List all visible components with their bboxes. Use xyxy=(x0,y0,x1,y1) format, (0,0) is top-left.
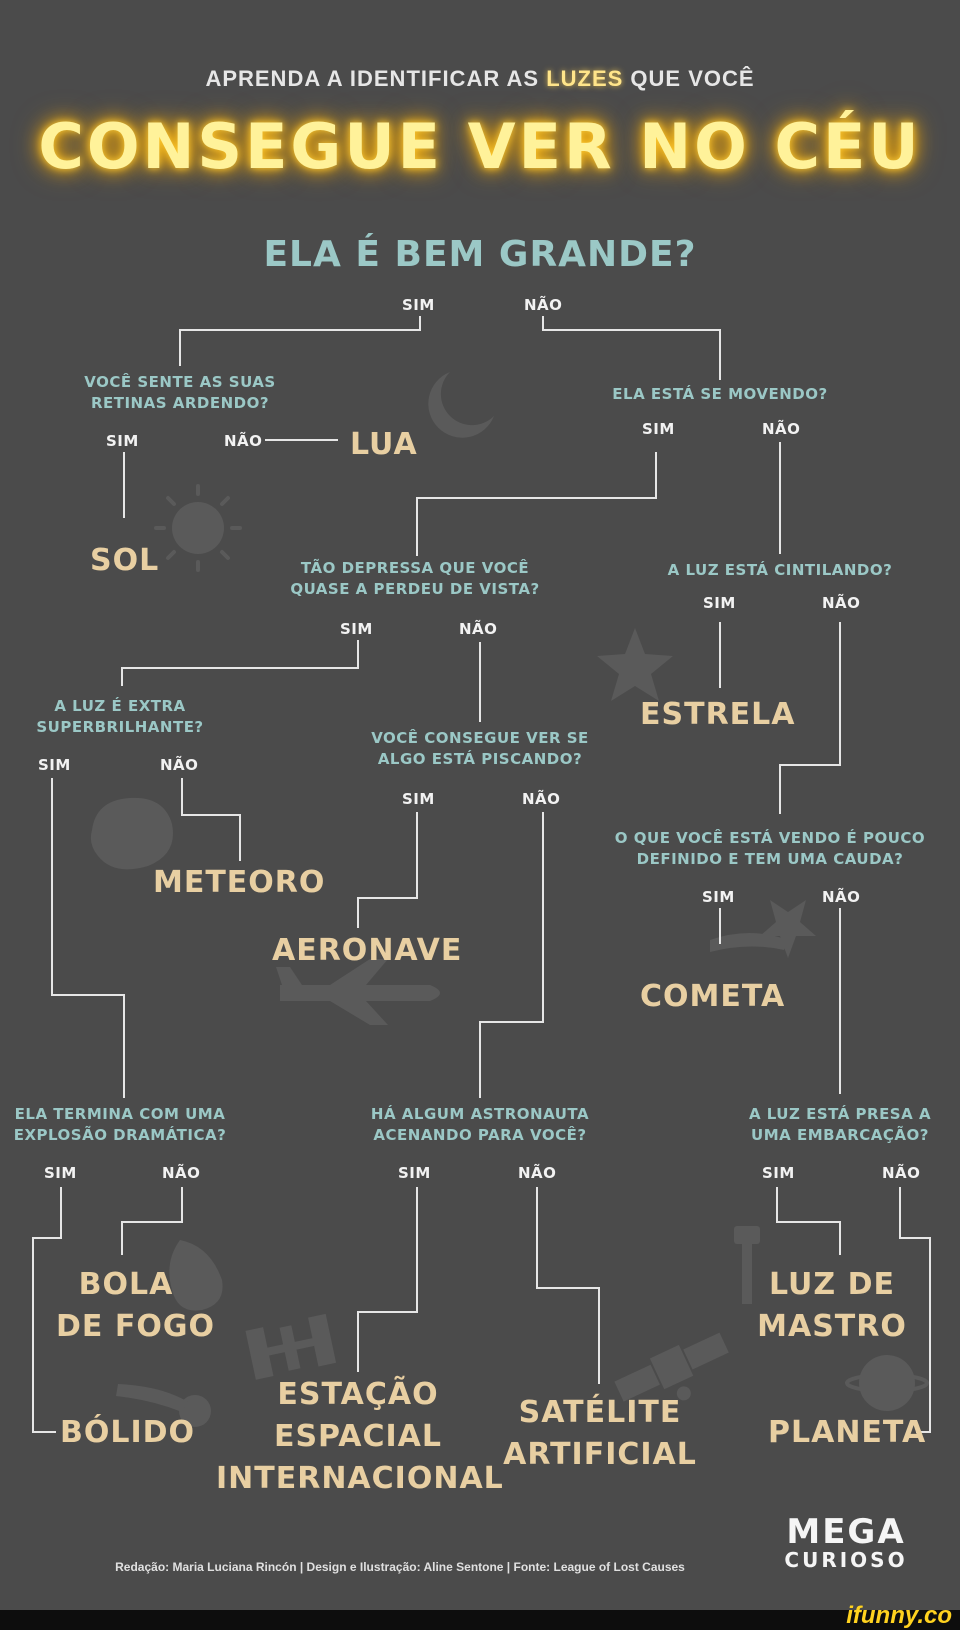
line-blink-no xyxy=(479,812,544,1098)
label-yes: SIM xyxy=(402,790,435,808)
line-astronaut-no xyxy=(536,1187,600,1384)
logo-line1: MEGA xyxy=(786,1512,906,1552)
line-vessel-yes xyxy=(776,1187,841,1255)
star-icon xyxy=(597,628,673,701)
planet-icon xyxy=(845,1355,929,1411)
answer-bola-de-fogo: BOLA DE FOGO xyxy=(56,1267,215,1344)
header-suffix: QUE VOCÊ xyxy=(623,66,755,91)
header-prefix: APRENDA A IDENTIFICAR AS xyxy=(205,66,547,91)
moon-icon xyxy=(428,372,494,438)
label-no: NÃO xyxy=(822,888,861,906)
line-big-no xyxy=(542,316,721,380)
label-yes: SIM xyxy=(642,420,675,438)
mega-curioso-logo: MEGA CURIOSO xyxy=(776,1514,916,1570)
space-station-icon xyxy=(245,1313,337,1380)
label-no: NÃO xyxy=(524,296,563,314)
label-no: NÃO xyxy=(160,756,199,774)
label-yes: SIM xyxy=(402,296,435,314)
answer-satelite: SATÉLITE ARTIFICIAL xyxy=(503,1395,697,1472)
answer-lua: LUA xyxy=(350,427,418,462)
question-fast: TÃO DEPRESSA QUE VOCÊ QUASE A PERDEU DE … xyxy=(290,559,540,598)
label-no: NÃO xyxy=(882,1164,921,1182)
line-bright-yes xyxy=(51,778,125,1098)
question-bright: A LUZ É EXTRA SUPERBRILHANTE? xyxy=(36,697,204,736)
label-yes: SIM xyxy=(340,620,373,638)
logo-line2: CURIOSO xyxy=(784,1548,908,1572)
page-title: CONSEGUE VER NO CÉU xyxy=(38,110,922,183)
answer-estrela: ESTRELA xyxy=(640,697,796,732)
line-moving-yes xyxy=(416,452,657,556)
answer-planeta: PLANETA xyxy=(768,1415,927,1450)
line-twinkle-no xyxy=(779,622,841,814)
sun-icon xyxy=(154,484,242,572)
line-vessel-no xyxy=(899,1187,931,1433)
label-yes: SIM xyxy=(762,1164,795,1182)
answer-bolido: BÓLIDO xyxy=(60,1415,196,1450)
question-retinas: VOCÊ SENTE AS SUAS RETINAS ARDENDO? xyxy=(84,373,276,412)
line-fast-yes xyxy=(121,640,359,686)
label-no: NÃO xyxy=(224,432,263,450)
satellite-icon xyxy=(614,1332,729,1402)
line-explosion-no xyxy=(121,1187,183,1255)
label-yes: SIM xyxy=(44,1164,77,1182)
question-twinkle: A LUZ ESTÁ CINTILANDO? xyxy=(667,561,893,579)
airplane-icon xyxy=(276,959,440,1025)
answer-estacao-espacial: ESTAÇÃO ESPACIAL INTERNACIONAL xyxy=(216,1377,504,1496)
label-yes: SIM xyxy=(38,756,71,774)
answer-luz-de-mastro: LUZ DE MASTRO xyxy=(757,1267,907,1344)
question-explosion: ELA TERMINA COM UMA EXPLOSÃO DRAMÁTICA? xyxy=(13,1105,227,1144)
header-line: APRENDA A IDENTIFICAR AS LUZES QUE VOCÊ xyxy=(0,66,960,92)
credits: Redação: Maria Luciana Rincón | Design e… xyxy=(115,1560,685,1574)
question-tail: O QUE VOCÊ ESTÁ VENDO É POUCO DEFINIDO E… xyxy=(614,829,926,868)
label-yes: SIM xyxy=(703,594,736,612)
line-blink-yes xyxy=(357,812,418,928)
label-no: NÃO xyxy=(162,1164,201,1182)
label-no: NÃO xyxy=(822,594,861,612)
answer-meteoro: METEORO xyxy=(153,865,326,900)
mast-light-icon xyxy=(734,1226,760,1304)
label-no: NÃO xyxy=(518,1164,557,1182)
line-bright-no xyxy=(181,778,241,861)
label-no: NÃO xyxy=(522,790,561,808)
fireball-icon xyxy=(169,1240,223,1311)
watermark: ifunny.co xyxy=(846,1602,952,1629)
label-no: NÃO xyxy=(459,620,498,638)
question-astronaut: HÁ ALGUM ASTRONAUTA ACENANDO PARA VOCÊ? xyxy=(370,1105,590,1144)
question-big: ELA É BEM GRANDE? xyxy=(263,234,697,275)
line-big-yes xyxy=(179,316,421,366)
comet-icon xyxy=(710,900,816,958)
meteor-icon xyxy=(90,797,173,870)
bolide-icon xyxy=(116,1384,211,1427)
question-blinking: VOCÊ CONSEGUE VER SE ALGO ESTÁ PISCANDO? xyxy=(371,729,589,768)
line-astronaut-yes xyxy=(357,1187,418,1372)
answer-sol: SOL xyxy=(90,543,160,578)
header-highlight: LUZES xyxy=(546,66,624,91)
answer-aeronave: AERONAVE xyxy=(272,933,463,968)
label-yes: SIM xyxy=(398,1164,431,1182)
question-moving: ELA ESTÁ SE MOVENDO? xyxy=(612,385,828,403)
line-explosion-yes xyxy=(32,1187,62,1433)
answer-cometa: COMETA xyxy=(640,979,786,1014)
label-yes: SIM xyxy=(702,888,735,906)
label-no: NÃO xyxy=(762,420,801,438)
watermark-bar: ifunny.co xyxy=(0,1602,960,1630)
question-vessel: A LUZ ESTÁ PRESA A UMA EMBARCAÇÃO? xyxy=(748,1105,932,1144)
label-yes: SIM xyxy=(106,432,139,450)
